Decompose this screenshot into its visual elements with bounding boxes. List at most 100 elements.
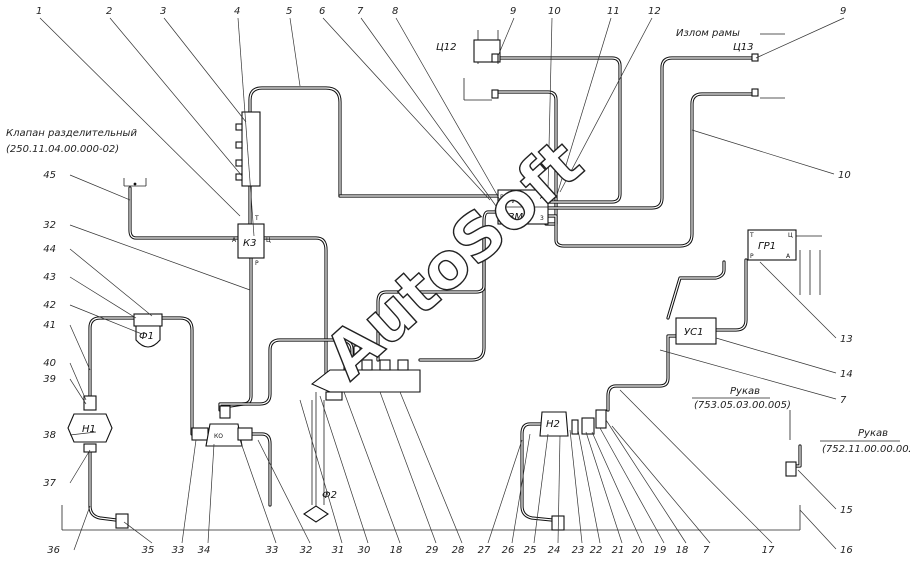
- callout-number: 14: [840, 369, 853, 380]
- n1-label: Н1: [82, 424, 96, 435]
- callout-number: 31: [332, 545, 345, 556]
- svg-text:А: А: [540, 194, 545, 201]
- callout-number: 35: [142, 545, 155, 556]
- leader-line: [239, 439, 277, 544]
- pipe-core: [219, 339, 353, 411]
- f1-label: Ф1: [139, 331, 154, 342]
- pipe-outline: [160, 316, 194, 436]
- callout-number: 40: [43, 358, 56, 369]
- callout-number: 36: [47, 545, 60, 556]
- callout-number: 29: [426, 545, 439, 556]
- svg-text:3: 3: [540, 215, 544, 222]
- callout-number: 27: [478, 545, 491, 556]
- pipe-outline: [606, 334, 678, 412]
- leader-line: [797, 469, 837, 510]
- svg-text:Ц: Ц: [266, 237, 271, 244]
- leader-line: [547, 17, 553, 191]
- pipe-core: [547, 93, 753, 247]
- leader-line: [69, 378, 87, 405]
- c12-label: Ц12: [436, 42, 457, 53]
- valve-code-label: (250.11.04.00.000-02): [6, 144, 119, 155]
- hose2-name-label: Рукав: [858, 428, 888, 439]
- leader-line: [555, 17, 612, 199]
- c13-label: Ц13: [733, 42, 754, 53]
- callout-number: 28: [452, 545, 465, 556]
- callout-number: 18: [676, 545, 689, 556]
- leader-line: [322, 17, 491, 201]
- callout-number: 18: [390, 545, 403, 556]
- leader-line: [619, 389, 773, 544]
- pipe-outline: [262, 236, 328, 376]
- callout-number: 7: [703, 545, 710, 556]
- leader-line: [755, 17, 845, 59]
- pipe-core: [161, 317, 193, 435]
- pipe-core: [377, 229, 485, 361]
- watermark: AutoSoft: [311, 126, 597, 394]
- ko-label: КО: [214, 433, 223, 440]
- leader-line: [379, 391, 437, 544]
- accumulator-us1: УС1: [675, 317, 717, 345]
- callout-number: 45: [43, 170, 56, 181]
- leader-line: [73, 505, 91, 551]
- callout-number: 11: [607, 6, 620, 17]
- callout-number: 42: [43, 300, 56, 311]
- svg-text:Т: Т: [749, 232, 754, 239]
- leader-line: [163, 17, 247, 123]
- pipe-outline: [128, 186, 240, 240]
- leader-line: [237, 17, 255, 237]
- check-block-ko: КО: [191, 405, 253, 447]
- svg-text:A: A: [232, 237, 237, 244]
- callout-number: 3: [160, 6, 166, 17]
- pump-n2: Н2: [539, 409, 607, 437]
- leader-line: [605, 419, 687, 544]
- leader-line: [611, 425, 711, 544]
- svg-text:Р: Р: [750, 253, 754, 260]
- hose2-code-label: (752.11.00.00.002): [822, 444, 910, 455]
- pipe-core: [497, 57, 621, 203]
- distributor-p5: Р5 ЗМК В А 1 3: [497, 189, 549, 225]
- leader-line: [299, 399, 343, 544]
- svg-text:1: 1: [500, 215, 504, 222]
- callout-number: 6: [319, 6, 325, 17]
- leader-line: [69, 362, 87, 401]
- leader-line: [69, 304, 143, 335]
- callout-number: 12: [648, 6, 661, 17]
- frame-break-label: Излом рамы: [676, 28, 740, 39]
- leader-line: [557, 435, 561, 544]
- leader-line: [39, 17, 241, 217]
- pipe-outline: [714, 258, 748, 332]
- callout-number: 25: [524, 545, 537, 556]
- callout-number: 13: [840, 334, 853, 345]
- pipe-core: [263, 237, 327, 375]
- leader-line: [533, 433, 549, 544]
- callout-number: 19: [654, 545, 667, 556]
- leader-line: [399, 391, 463, 544]
- k3-label: К3: [243, 238, 256, 249]
- leader-line: [691, 129, 835, 175]
- valve-name-label: Клапан разделительный: [6, 128, 137, 139]
- pipe-core: [607, 335, 677, 411]
- pipe-outline: [248, 86, 342, 198]
- callout-number: 8: [392, 6, 398, 17]
- leader-line: [69, 174, 131, 201]
- leader-line: [715, 337, 837, 374]
- pipe-core: [251, 433, 271, 506]
- gr1-label: ГР1: [758, 241, 776, 252]
- callout-number: 26: [502, 545, 515, 556]
- filter-f2: Ф2: [303, 392, 337, 523]
- hose1-name-label: Рукав: [730, 386, 760, 397]
- pipe-core: [89, 317, 135, 397]
- leader-line: [659, 349, 837, 400]
- callout-number: 33: [266, 545, 279, 556]
- callout-number: 34: [198, 545, 211, 556]
- leader-line: [69, 449, 91, 484]
- pipe-core: [547, 57, 753, 209]
- pipe-outline: [250, 432, 272, 507]
- leader-line: [569, 429, 583, 544]
- valve-k3: К3 A Ц Т Р: [232, 215, 271, 267]
- callout-number: 2: [106, 6, 112, 17]
- pipe-core: [129, 187, 239, 239]
- callout-number: 24: [548, 545, 561, 556]
- callout-number: 4: [234, 6, 240, 17]
